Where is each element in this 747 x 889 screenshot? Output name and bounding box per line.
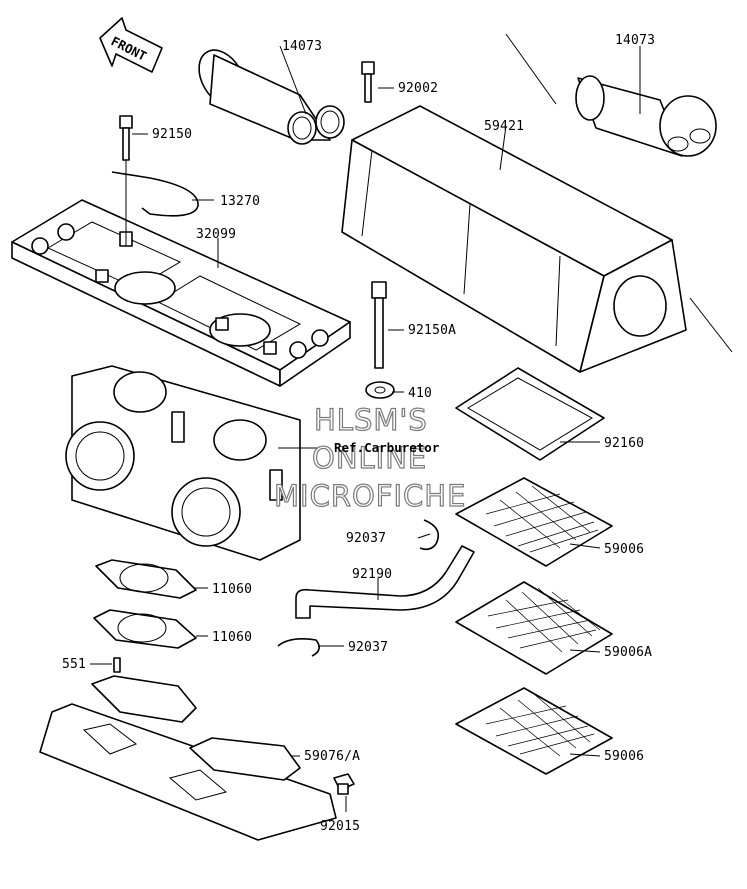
label-92037-lower: 92037: [348, 640, 388, 655]
screen-59006-upper: [455, 477, 613, 567]
label-59006-lower: 59006: [604, 749, 644, 764]
screen-59006A: [455, 581, 613, 675]
gasket-11060-upper-icon: [95, 559, 197, 599]
bolt-92002-icon: [361, 61, 375, 103]
label-551: 551: [62, 657, 86, 672]
label-14073-left: 14073: [282, 39, 322, 54]
clamp-92037-lower-icon: [277, 638, 320, 657]
part-labels: 14073 92002 14073 92150 59421 13270 3209…: [62, 33, 655, 834]
flame-arrestor-base: [11, 199, 351, 387]
label-92160: 92160: [604, 436, 644, 451]
label-92150: 92150: [152, 127, 192, 142]
carburetor-assembly: [65, 365, 301, 561]
intake-funnel-right: [575, 75, 717, 157]
airbox-cover: [341, 33, 733, 373]
label-14073-right: 14073: [615, 33, 655, 48]
gasket-92160-icon: [455, 367, 605, 461]
watermark: HLSM'S ONLINE MICROFICHE: [273, 402, 466, 513]
watermark-line3: MICROFICHE: [274, 479, 466, 513]
label-11060-lower: 11060: [212, 630, 252, 645]
label-92015: 92015: [320, 819, 360, 834]
hose-92190-icon: [295, 545, 475, 619]
watermark-line2: ONLINE: [312, 441, 427, 475]
bolt-92150A-icon: [371, 281, 387, 369]
bracket-13270-icon: [111, 171, 199, 217]
washer-410-icon: [365, 381, 395, 399]
front-arrow-icon: FRONT: [99, 17, 163, 73]
intake-funnel-left: [198, 49, 345, 145]
nut-92015-icon: [333, 773, 355, 795]
label-59006-upper: 59006: [604, 542, 644, 557]
label-32099: 32099: [196, 227, 236, 242]
gasket-11060-lower-icon: [93, 609, 197, 649]
label-59421: 59421: [484, 119, 524, 134]
label-410: 410: [408, 386, 432, 401]
label-92150A: 92150A: [408, 323, 456, 338]
screen-59006-lower: [455, 687, 613, 775]
pin-551-icon: [113, 657, 121, 673]
label-92002: 92002: [398, 81, 438, 96]
label-92037-upper: 92037: [346, 531, 386, 546]
label-ref-carburetor: Ref.Carburetor: [334, 440, 440, 455]
bolt-92150-icon: [119, 115, 133, 161]
label-11060-upper: 11060: [212, 582, 252, 597]
intake-manifold: [39, 675, 337, 841]
watermark-line1: HLSM'S: [314, 403, 428, 437]
label-92190: 92190: [352, 567, 392, 582]
leader-lines: [90, 45, 641, 812]
label-13270: 13270: [220, 194, 260, 209]
label-59076: 59076/A: [304, 749, 360, 764]
label-59006A: 59006A: [604, 645, 652, 660]
